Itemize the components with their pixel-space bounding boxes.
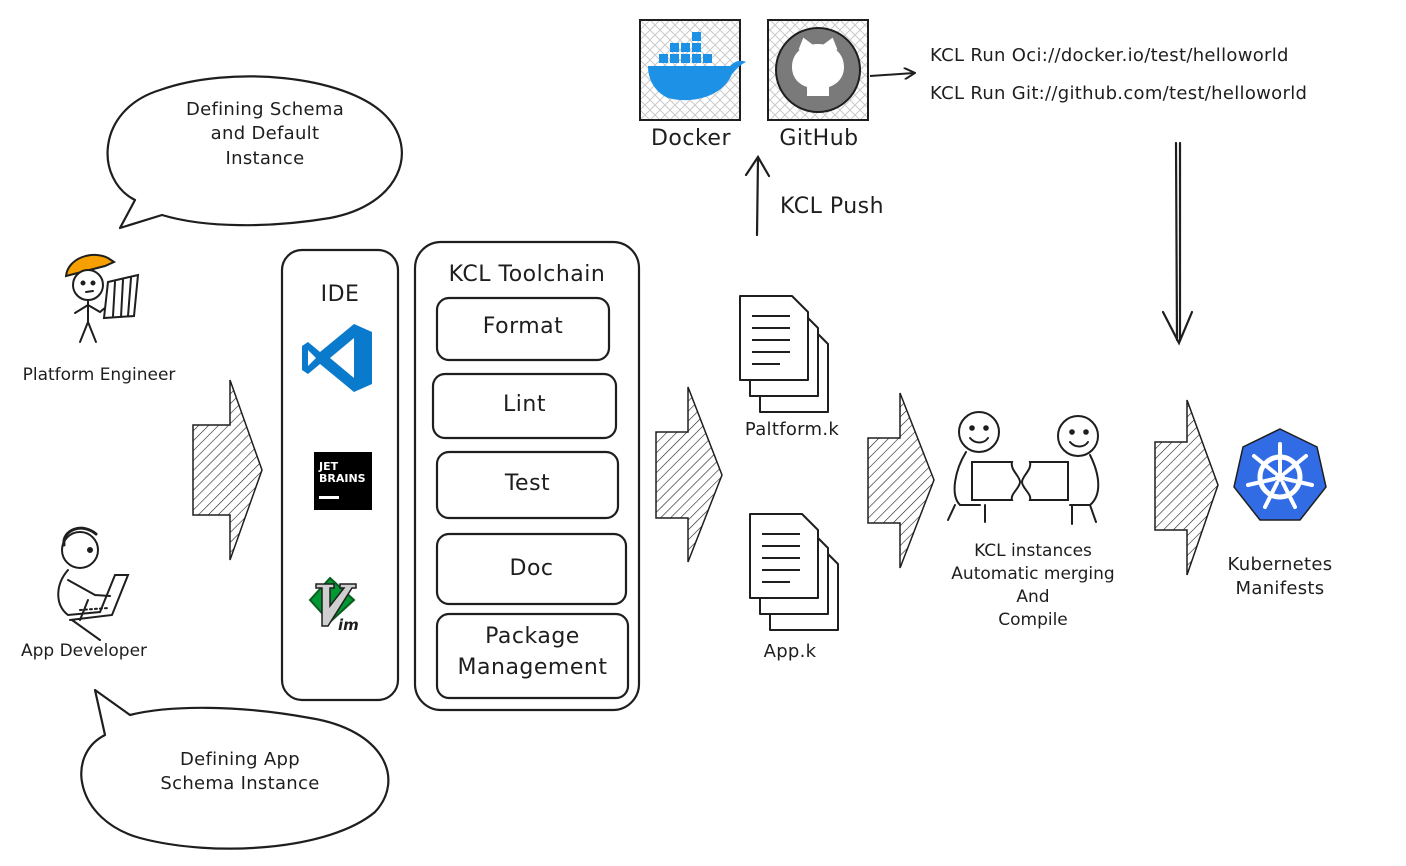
platform-bubble-line-2: and Default	[210, 123, 320, 145]
tool-box-package-management	[435, 612, 630, 700]
merge-line-2: Automatic merging	[951, 563, 1115, 584]
merge-line-4: Compile	[998, 609, 1068, 630]
github-label: GitHub	[779, 126, 859, 151]
platform-file-label: Paltform.k	[744, 419, 840, 440]
command-git: KCL Run Git://github.com/test/helloworld	[930, 83, 1308, 104]
tool-lint-label: Lint	[503, 392, 546, 417]
platform-engineer-label: Platform Engineer	[22, 365, 176, 385]
tool-format-label: Format	[482, 314, 564, 339]
svg-text:im: im	[338, 616, 359, 634]
app-file-stack	[749, 513, 839, 631]
merge-label: KCL instances Automatic merging And Comp…	[918, 540, 1148, 632]
app-file-label: App.k	[763, 641, 817, 662]
kcl-push-label: KCL Push	[780, 194, 885, 219]
app-speech-bubble	[80, 688, 390, 850]
merge-line-3: And	[1016, 586, 1050, 607]
tool-box-test	[435, 450, 620, 520]
tool-package-management-label: Package Management	[457, 624, 608, 680]
platform-bubble-line-1: Defining Schema	[185, 99, 345, 120]
kcl-push-arrow	[744, 154, 771, 237]
hatched-arrow-1	[192, 379, 263, 561]
kubernetes-manifests-label: Kubernetes Manifests	[1210, 553, 1350, 602]
platform-speech-bubble	[106, 75, 403, 230]
merge-figures	[947, 411, 1100, 525]
merge-line-1: KCL instances	[974, 541, 1092, 561]
tool-box-doc	[435, 532, 628, 606]
app-bubble-line-2: Schema Instance	[160, 773, 320, 795]
output-line-1: Kubernetes	[1227, 554, 1333, 575]
app-developer-label: App Developer	[20, 641, 148, 661]
vim-icon: im	[308, 576, 359, 634]
ide-title: IDE	[320, 282, 360, 307]
github-to-commands-arrow	[869, 73, 914, 76]
jetbrains-logo-brains: BRAINS	[319, 472, 366, 485]
tool-box-lint	[431, 372, 618, 440]
kubernetes-logo	[1233, 428, 1327, 521]
output-line-2: Manifests	[1235, 578, 1325, 600]
app-developer-figure	[57, 526, 130, 641]
tool-box-format	[435, 296, 611, 362]
tool-test-label: Test	[504, 471, 551, 496]
vscode-icon	[302, 324, 372, 392]
docker-label: Docker	[650, 126, 732, 151]
platform-bubble-text: Defining Schema and Default Instance	[150, 98, 380, 171]
command-oci: KCL Run Oci://docker.io/test/helloworld	[930, 45, 1289, 66]
hatched-arrow-2	[655, 386, 723, 563]
app-bubble-text: Defining App Schema Instance	[120, 748, 360, 797]
platform-file-stack	[739, 295, 829, 413]
platform-bubble-line-3: Instance	[225, 147, 305, 169]
toolchain-title: KCL Toolchain	[448, 262, 606, 287]
tool-doc-label: Doc	[509, 556, 554, 581]
platform-engineer-figure	[64, 253, 140, 343]
app-bubble-line-1: Defining App	[179, 749, 300, 770]
jetbrains-icon: JET BRAINS	[314, 452, 372, 510]
docker-logo	[639, 19, 746, 121]
hatched-arrow-4	[1154, 399, 1219, 576]
run-down-arrow	[1161, 141, 1194, 346]
jetbrains-logo-jet: JET	[318, 460, 339, 473]
github-logo	[767, 19, 869, 121]
hatched-arrow-3	[867, 392, 935, 569]
